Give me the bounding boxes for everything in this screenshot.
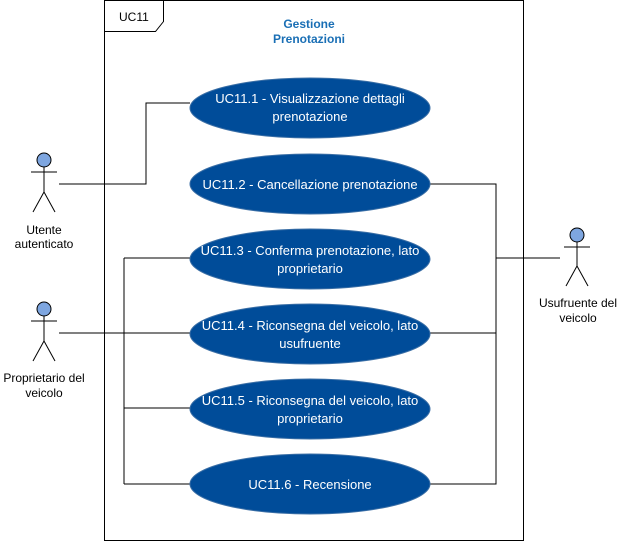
stick-figure-icon	[31, 301, 57, 362]
stick-figure-icon	[564, 227, 590, 287]
usecase-ellipse	[189, 378, 431, 440]
frame-tag: UC11	[119, 10, 149, 24]
usecase-label-line2: usufruente	[279, 336, 340, 351]
usecase-label-line2: proprietario	[277, 261, 343, 276]
assoc-utente-uc11-1	[59, 102, 190, 185]
usecase-label-line1: UC11.6 - Recensione	[248, 477, 371, 492]
usecase-label-line1: UC11.1 - Visualizzazione dettagli	[215, 91, 405, 106]
assoc-usufruente-uc11-2	[430, 183, 497, 485]
actor-label-line1: Usufruente del	[539, 296, 617, 310]
actor-label-line2: veicolo	[559, 311, 597, 325]
usecase-uc11-3[interactable]: UC11.3 - Conferma prenotazione, lato pro…	[189, 228, 431, 290]
actor-label-line1: Proprietario del	[3, 371, 84, 385]
usecase-ellipse	[189, 303, 431, 365]
frame-tag-box	[104, 0, 164, 32]
usecase-label-line1: UC11.4 - Riconsegna del veicolo, lato	[202, 318, 419, 333]
actor-label-line2: autenticato	[15, 237, 74, 251]
associations	[59, 102, 560, 485]
actor-proprietario-del-veicolo[interactable]: Proprietario del veicolo	[3, 301, 85, 400]
usecase-label-line1: UC11.3 - Conferma prenotazione, lato	[201, 243, 420, 258]
usecase-uc11-5[interactable]: UC11.5 - Riconsegna del veicolo, lato pr…	[189, 378, 431, 440]
actor-utente-autenticato[interactable]: Utente autenticato	[15, 152, 74, 251]
actor-label-line1: Utente	[26, 223, 62, 237]
usecase-uc11-4[interactable]: UC11.4 - Riconsegna del veicolo, lato us…	[189, 303, 431, 365]
usecase-label-line2: proprietario	[277, 411, 343, 426]
usecase-label-line1: UC11.2 - Cancellazione prenotazione	[202, 177, 417, 192]
usecase-uc11-1[interactable]: UC11.1 - Visualizzazione dettagli prenot…	[189, 77, 431, 139]
system-title-line1: Gestione	[283, 17, 335, 31]
usecase-ellipse	[189, 228, 431, 290]
usecase-label-line1: UC11.5 - Riconsegna del veicolo, lato	[202, 393, 419, 408]
actor-label-line2: veicolo	[25, 386, 63, 400]
usecase-ellipse	[189, 77, 431, 139]
system-title-line2: Prenotazioni	[273, 32, 345, 46]
actor-usufruente-del-veicolo[interactable]: Usufruente del veicolo	[539, 227, 617, 325]
usecase-ellipse	[189, 453, 431, 515]
stick-figure-icon	[31, 152, 57, 213]
usecase-ellipse	[189, 153, 431, 215]
usecase-uc11-2[interactable]: UC11.2 - Cancellazione prenotazione	[189, 153, 431, 215]
usecase-uc11-6[interactable]: UC11.6 - Recensione	[189, 453, 431, 515]
usecase-label-line2: prenotazione	[272, 109, 347, 124]
